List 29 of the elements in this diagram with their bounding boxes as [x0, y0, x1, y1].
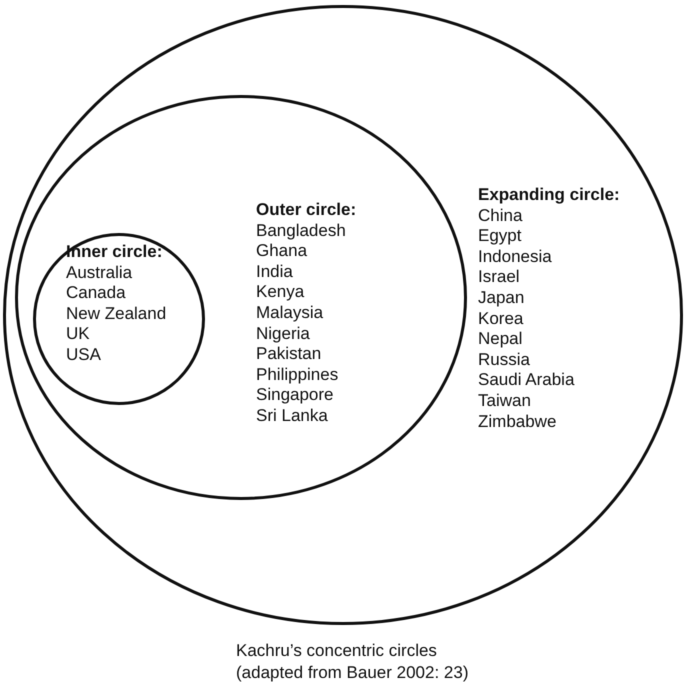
- country-name: Australia: [66, 262, 132, 284]
- country-name: India: [256, 262, 293, 282]
- country-name: Zimbabwe: [478, 412, 556, 432]
- country-name: Saudi Arabia: [478, 370, 574, 391]
- country-name: Ghana: [256, 241, 308, 262]
- country-name: Malaysia: [256, 302, 324, 324]
- country-name: Russia: [478, 350, 530, 370]
- country-name: Canada: [66, 283, 126, 304]
- country-name: New Zealand: [66, 304, 166, 324]
- country-name: Sri Lanka: [256, 406, 328, 427]
- country-name: Singapore: [256, 385, 334, 406]
- country-name: Philippines: [256, 364, 338, 386]
- country-name: Taiwan: [478, 390, 531, 412]
- country-name: Korea: [478, 308, 524, 330]
- country-name: Indonesia: [478, 246, 552, 268]
- country-name: Egypt: [478, 226, 522, 247]
- circle-heading: Expanding circle:: [478, 185, 620, 206]
- country-name: Israel: [478, 267, 520, 288]
- circle-heading: Outer circle:: [256, 200, 356, 221]
- country-name: Nigeria: [256, 324, 310, 344]
- country-name: Nepal: [478, 329, 522, 350]
- country-name: Japan: [478, 288, 524, 309]
- country-name: USA: [66, 344, 101, 366]
- country-name: Bangladesh: [256, 220, 346, 242]
- country-name: Pakistan: [256, 344, 322, 365]
- country-name: Kenya: [256, 282, 304, 303]
- country-name: UK: [66, 324, 90, 345]
- figure-caption: Kachru’s concentric circles (adapted from Bauer 2002: 23): [236, 640, 470, 684]
- country-name: China: [478, 206, 522, 226]
